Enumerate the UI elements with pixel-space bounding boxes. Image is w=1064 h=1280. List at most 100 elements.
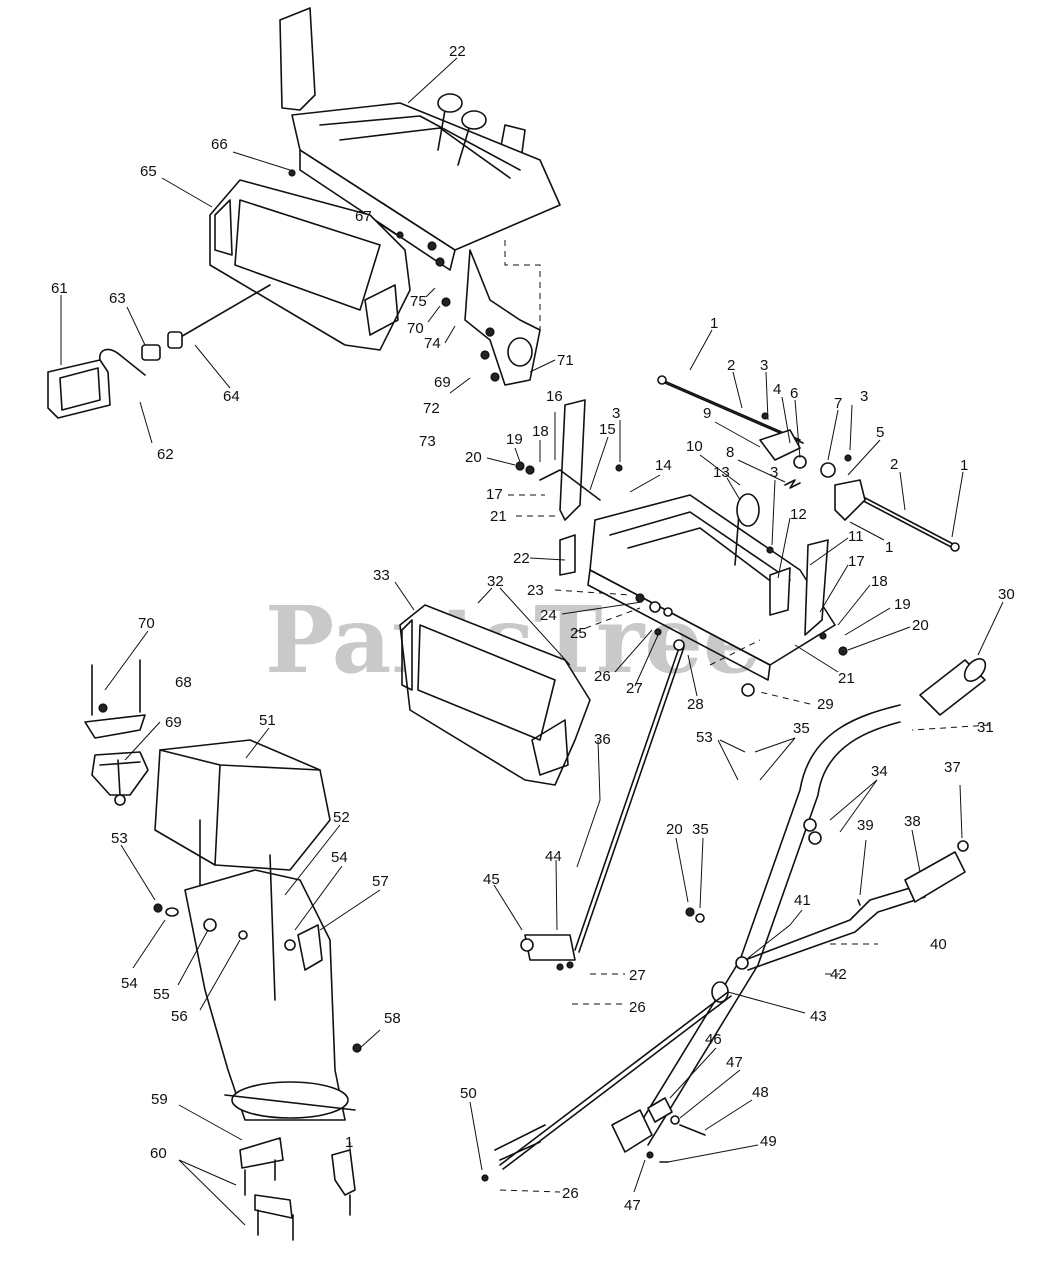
- callout: 68: [175, 674, 192, 691]
- callout: 45: [483, 871, 500, 888]
- callout: 2: [727, 357, 735, 374]
- callout: 1: [885, 539, 893, 556]
- callout: 35: [793, 720, 810, 737]
- callout: 13: [713, 464, 730, 481]
- callout: 31: [977, 719, 994, 736]
- callout: 19: [506, 431, 523, 448]
- callout: 41: [794, 892, 811, 909]
- callout: 26: [594, 668, 611, 685]
- callout: 21: [838, 670, 855, 687]
- callout: 47: [726, 1054, 743, 1071]
- callout: 72: [423, 400, 440, 417]
- callout: 75: [410, 293, 427, 310]
- callout: 53: [696, 729, 713, 746]
- callout: 55: [153, 986, 170, 1003]
- callout: 17: [848, 553, 865, 570]
- callout: 66: [211, 136, 228, 153]
- callout: 20: [465, 449, 482, 466]
- callout: 10: [686, 438, 703, 455]
- callout: 27: [629, 967, 646, 984]
- callout: 33: [373, 567, 390, 584]
- callout: 3: [612, 405, 620, 422]
- callout: 23: [527, 582, 544, 599]
- callout: 7: [834, 395, 842, 412]
- callout: 1: [960, 457, 968, 474]
- callout: 22: [513, 550, 530, 567]
- callout: 11: [848, 528, 864, 545]
- callout: 56: [171, 1008, 188, 1025]
- callout: 53: [111, 830, 128, 847]
- shift-rod-50: [481, 991, 732, 1182]
- callout: 34: [871, 763, 888, 780]
- callout: 4: [773, 381, 781, 398]
- callout: 26: [629, 999, 646, 1016]
- callout: 71: [557, 352, 574, 369]
- callout: 49: [760, 1133, 777, 1150]
- callout: 6: [790, 385, 798, 402]
- chute-deflector-51: [154, 739, 331, 911]
- callout: 40: [930, 936, 947, 953]
- handle-31: [611, 704, 901, 1153]
- chute-cap-69: [84, 659, 149, 806]
- control-panel-22: [515, 399, 852, 681]
- hand-grip-30: [919, 657, 987, 716]
- callout: 37: [944, 759, 961, 776]
- callout: 51: [259, 712, 276, 729]
- callout: 15: [599, 421, 616, 438]
- callout: 30: [998, 586, 1015, 603]
- chute-hardware: [153, 903, 362, 1053]
- callout: 14: [655, 457, 672, 474]
- callout: 28: [687, 696, 704, 713]
- callout: 1: [345, 1134, 353, 1151]
- dash-cover-65: [209, 179, 411, 351]
- handle-40: [711, 840, 969, 1003]
- callout: 32: [487, 573, 504, 590]
- callout: 58: [384, 1010, 401, 1027]
- callout: 2: [890, 456, 898, 473]
- shift-rod-assembly: [657, 375, 960, 552]
- rod-36: [520, 593, 755, 971]
- callout: 25: [570, 625, 587, 642]
- callout: 3: [760, 357, 768, 374]
- callout: 29: [817, 696, 834, 713]
- callout: 46: [705, 1031, 722, 1048]
- callout: 18: [871, 573, 888, 590]
- callout: 20: [666, 821, 683, 838]
- callout: 52: [333, 809, 350, 826]
- upper-handle-panel-assembly: [279, 7, 561, 330]
- callout: 27: [626, 680, 643, 697]
- headlight-assembly: [47, 169, 404, 419]
- callout: 26: [562, 1185, 579, 1202]
- callout: 21: [490, 508, 507, 525]
- callout: 22: [449, 43, 466, 60]
- callout: 57: [372, 873, 389, 890]
- callout: 12: [790, 506, 807, 523]
- callout: 74: [424, 335, 441, 352]
- callout: 18: [532, 423, 549, 440]
- callout: 48: [752, 1084, 769, 1101]
- callout: 62: [157, 446, 174, 463]
- callout: 54: [331, 849, 348, 866]
- callout: 59: [151, 1091, 168, 1108]
- callout: 5: [876, 424, 884, 441]
- callout: 44: [545, 848, 562, 865]
- chute-clamps-59: [239, 1137, 356, 1241]
- callout: 67: [355, 208, 372, 225]
- callout: 54: [121, 975, 138, 992]
- callout: 50: [460, 1085, 477, 1102]
- callout: 24: [540, 607, 557, 624]
- callout: 70: [407, 320, 424, 337]
- leader-lines: [60, 57, 1004, 1226]
- callout: 20: [912, 617, 929, 634]
- callout: 73: [419, 433, 436, 450]
- callout: 61: [51, 280, 68, 297]
- callout: 8: [726, 444, 734, 461]
- callout: 3: [860, 388, 868, 405]
- callout: 39: [857, 817, 874, 834]
- callout-labels: 22 66 65 67 61 63 64 62 75 70 74 71 69 7…: [51, 43, 1015, 1214]
- callout: 42: [830, 966, 847, 983]
- callout: 60: [150, 1145, 167, 1162]
- callout: 43: [810, 1008, 827, 1025]
- callout: 65: [140, 163, 157, 180]
- callout: 35: [692, 821, 709, 838]
